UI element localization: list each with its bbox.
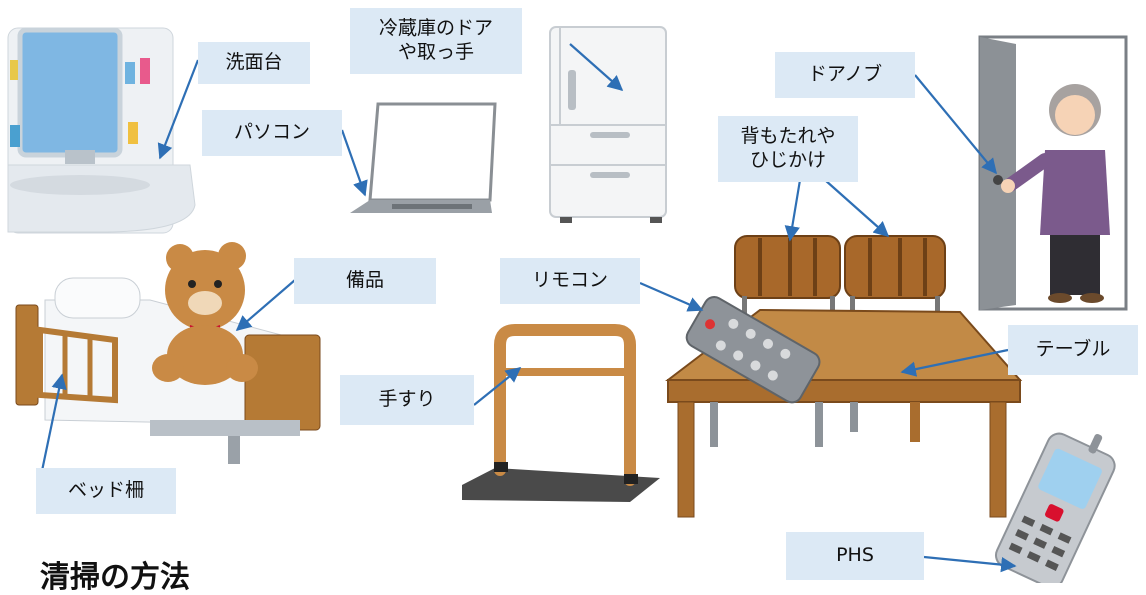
arrow-sink (157, 59, 200, 160)
remote-control-illustration (685, 296, 821, 404)
illustration-scene (7, 26, 1128, 583)
door-illustration (978, 35, 1128, 311)
label-fridge-door: 冷蔵庫のドア や取っ手 (350, 8, 522, 74)
label-phs: PHS (786, 532, 924, 580)
arrow-phs (923, 555, 1017, 573)
phs-phone-illustration (994, 432, 1116, 583)
washbasin-illustration (7, 27, 196, 234)
arrow-table (900, 348, 1009, 377)
laptop-illustration (350, 102, 497, 213)
label-remote: リモコン (500, 258, 640, 304)
connector-arrows (36, 43, 1017, 573)
label-pc: パソコン (202, 110, 342, 156)
handrail-illustration (462, 324, 660, 502)
arrow-supplies (235, 279, 296, 332)
arrow-fridge (569, 43, 624, 92)
label-backrest: 背もたれや ひじかけ (718, 116, 858, 182)
chairs-illustration (734, 235, 946, 316)
label-handrail: 手すり (340, 375, 474, 425)
teddy-bear-illustration (152, 242, 258, 385)
label-sink: 洗面台 (198, 42, 310, 84)
label-bed-rail: ベッド柵 (36, 468, 176, 514)
label-door-knob: ドアノブ (775, 52, 915, 98)
arrow-doorknob (914, 74, 997, 175)
arrow-remote (639, 281, 704, 312)
label-supplies: 備品 (294, 258, 436, 304)
refrigerator-illustration (549, 26, 667, 223)
arrow-handrail (473, 367, 522, 406)
arrow-backrest-left (784, 179, 802, 242)
label-table: テーブル (1008, 325, 1138, 375)
arrow-backrest-right (824, 179, 890, 238)
arrow-pc (340, 129, 368, 197)
section-heading: 清掃の方法 (40, 560, 190, 595)
